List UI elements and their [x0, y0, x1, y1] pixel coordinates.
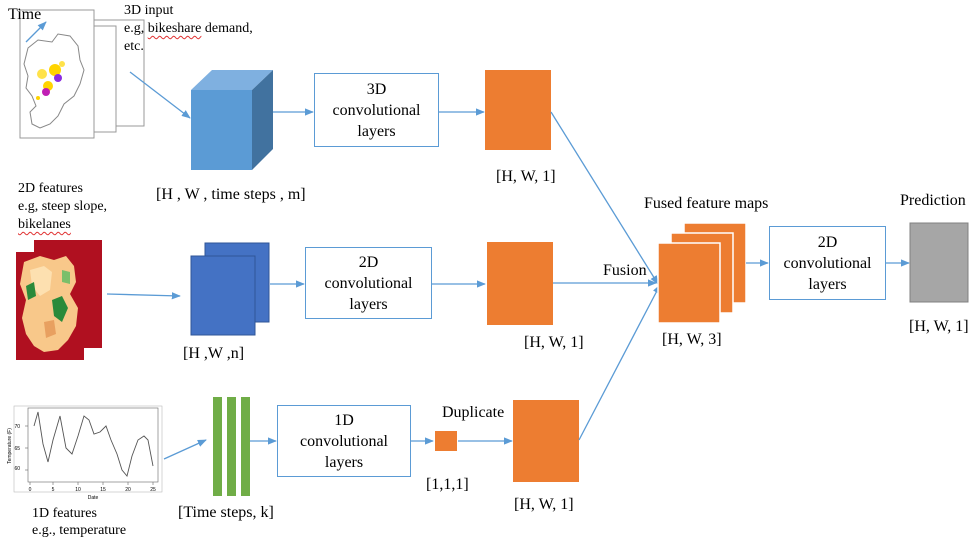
conv1d-line2: convolutional — [300, 432, 388, 450]
fusion-label: Fusion — [603, 262, 647, 279]
tensor3d-shape: [H , W , time steps , m] — [156, 186, 306, 203]
mini-chart-plot-area — [27, 407, 159, 483]
mini-ytick: 70 — [14, 424, 20, 430]
out3d-shape: [H, W, 1] — [496, 168, 556, 185]
conv2d-line2: convolutional — [324, 274, 413, 292]
input3d-etc: etc. — [124, 39, 144, 54]
input1d-mini-chart: 60 65 70 0 5 10 15 20 25 Date Temperatur… — [7, 405, 163, 501]
conv3d-line3: layers — [357, 122, 396, 140]
tensor1d-bars — [213, 397, 250, 496]
conv1d-box: 1D convolutional layers — [277, 405, 411, 477]
arrow-out1d-to-fused — [578, 284, 661, 441]
conv3d-box: 3D convolutional layers — [314, 73, 439, 147]
arrow-input3d-to-tensor — [129, 71, 191, 119]
mini-xtick: 15 — [100, 487, 106, 493]
conv1d-line1: 1D — [334, 411, 354, 429]
tensor2d-shape: [H ,W ,n] — [183, 345, 245, 362]
input2d-map-stack — [16, 240, 102, 360]
fused-maps-label: Fused feature maps — [644, 195, 769, 212]
tensor1d-shape: [Time steps, k] — [178, 504, 274, 521]
input3d-map-stack — [19, 9, 145, 139]
input2d-example: e.g, steep slope, — [18, 199, 108, 214]
mini-xtick: 25 — [150, 487, 156, 493]
fused-feature-maps — [657, 222, 747, 324]
conv2d-box: 2D convolutional layers — [305, 247, 432, 319]
input3d-example: e.g, bikeshare demand, — [124, 21, 253, 36]
prediction-map — [909, 222, 969, 303]
input1d-title: 1D features — [32, 506, 97, 521]
out2d-shape: [H, W, 1] — [524, 334, 584, 351]
input3d-example-text: bikeshare — [147, 21, 202, 36]
conv2d-final-line1: 2D — [817, 233, 838, 251]
out3d-feature-map — [485, 70, 551, 150]
mini-xtick: 5 — [52, 487, 55, 493]
fused-shape: [H, W, 3] — [662, 331, 722, 348]
temperature-series — [33, 411, 154, 477]
conv2d-line1: 2D — [358, 253, 379, 271]
tensor3d-cube — [191, 70, 273, 170]
mini-ytick: 60 — [14, 466, 20, 472]
out2d-feature-map — [487, 242, 553, 325]
mini-xlabel: Date — [88, 495, 99, 501]
out1d-small-shape: [1,1,1] — [426, 476, 469, 493]
out1d-small-map — [435, 431, 457, 451]
conv2d-final-line2: convolutional — [783, 254, 872, 272]
conv3d-line2: convolutional — [332, 101, 421, 119]
duplicate-label: Duplicate — [442, 404, 505, 421]
conv2d-line3: layers — [349, 295, 388, 313]
prediction-shape: [H, W, 1] — [909, 318, 969, 335]
mini-ylabel: Temperature (F) — [7, 428, 13, 464]
arrow-input2d-to-tensor — [106, 292, 181, 300]
conv2d-final-line3: layers — [808, 275, 847, 293]
input2d-bikelanes: bikelanes — [18, 217, 71, 232]
out1d-feature-map — [513, 400, 579, 482]
prediction-label: Prediction — [900, 192, 966, 209]
time-axis-arrow — [25, 21, 47, 43]
arrow-input1d-to-tensor — [163, 439, 207, 460]
map-slice-front — [19, 9, 95, 139]
conv1d-line3: layers — [324, 453, 364, 471]
input3d-title: 3D input — [124, 3, 174, 18]
mini-xtick: 0 — [29, 487, 32, 493]
out1d-shape: [H, W, 1] — [514, 496, 574, 513]
tensor2d-stack — [190, 242, 270, 336]
mini-ytick: 65 — [14, 446, 20, 452]
conv2d-final-box: 2D convolutional layers — [769, 226, 886, 300]
arrow-out3d-to-fused — [550, 111, 659, 285]
time-label: Time — [8, 6, 42, 23]
conv3d-line1: 3D — [366, 80, 387, 98]
input1d-example: e.g., temperature — [32, 523, 127, 538]
mini-xtick: 10 — [75, 487, 81, 493]
input2d-title: 2D features — [18, 181, 83, 196]
mini-xtick: 20 — [125, 487, 131, 493]
